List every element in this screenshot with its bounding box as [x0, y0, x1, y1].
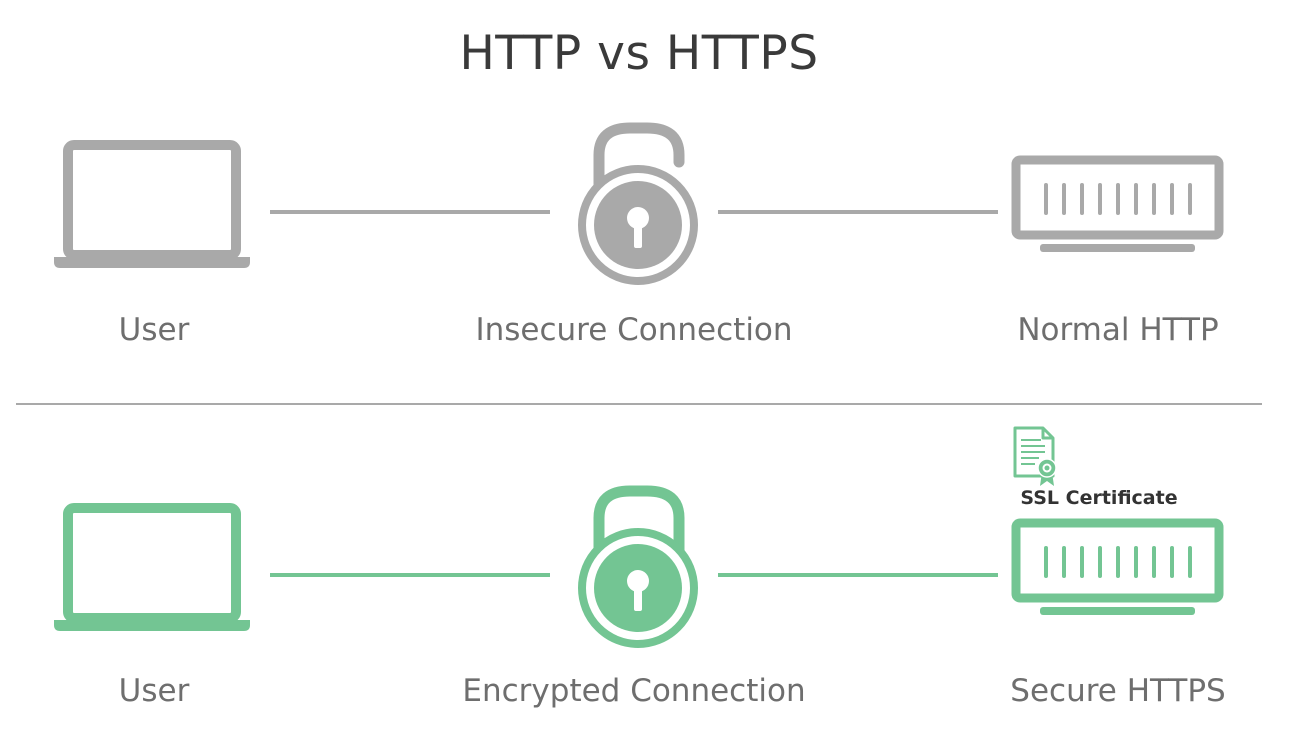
- normal-http-label: Normal HTTP: [1017, 312, 1219, 348]
- connection-line-left: [270, 573, 550, 577]
- page-title: HTTP vs HTTPS: [459, 26, 819, 81]
- unlocked-padlock-icon: [578, 122, 698, 285]
- certificate-icon: [1013, 426, 1057, 486]
- server-icon: [1011, 155, 1224, 252]
- connection-line-right: [718, 573, 998, 577]
- laptop-icon: [54, 140, 250, 268]
- laptop-icon: [54, 503, 250, 631]
- http-user-label: User: [118, 312, 190, 348]
- encrypted-connection-label: Encrypted Connection: [462, 673, 806, 709]
- locked-padlock-icon: [578, 485, 698, 648]
- connection-line-left: [270, 210, 550, 214]
- https-user-label: User: [118, 673, 190, 709]
- section-divider: [16, 403, 1262, 405]
- secure-https-label: Secure HTTPS: [1010, 673, 1226, 709]
- insecure-connection-label: Insecure Connection: [475, 312, 793, 348]
- ssl-certificate-label: SSL Certificate: [1020, 487, 1178, 509]
- connection-line-right: [718, 210, 998, 214]
- server-icon: [1011, 518, 1224, 615]
